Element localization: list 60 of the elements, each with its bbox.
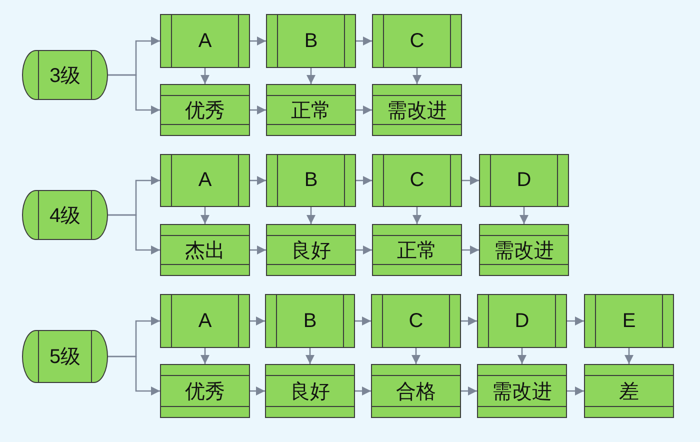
rating-box: 优秀 xyxy=(160,364,250,418)
arrow xyxy=(250,246,266,254)
arrow xyxy=(250,316,265,326)
grade-box: E xyxy=(584,294,674,348)
arrow xyxy=(200,68,210,84)
arrow xyxy=(462,176,479,185)
arrow xyxy=(250,386,265,396)
rating-box: 需改进 xyxy=(477,364,567,418)
arrow xyxy=(108,214,160,254)
grade-box: C xyxy=(371,294,461,348)
arrow xyxy=(518,348,526,364)
rating-box: 差 xyxy=(584,364,674,418)
rating-box: 杰出 xyxy=(160,224,250,276)
arrow xyxy=(567,386,584,396)
grade-box: A xyxy=(160,154,250,207)
rating-box: 良好 xyxy=(266,224,356,276)
arrow xyxy=(461,316,477,326)
arrow xyxy=(412,348,420,364)
arrow xyxy=(412,207,422,224)
level-box: 4级 xyxy=(22,190,108,240)
level-box: 5级 xyxy=(22,330,108,383)
arrow xyxy=(356,176,372,185)
grade-box: B xyxy=(266,154,356,207)
arrow xyxy=(200,348,210,364)
grade-box: B xyxy=(265,294,355,348)
arrow xyxy=(356,246,372,254)
rating-box: 需改进 xyxy=(479,224,569,276)
arrow xyxy=(356,36,372,46)
arrow xyxy=(306,207,316,224)
grade-box: D xyxy=(477,294,567,348)
arrow xyxy=(412,68,422,84)
grade-box: C xyxy=(372,14,462,68)
rating-box: 良好 xyxy=(265,364,355,418)
grade-box: C xyxy=(372,154,462,207)
rating-box: 正常 xyxy=(266,84,356,136)
arrow xyxy=(108,356,160,396)
arrow xyxy=(355,316,371,326)
arrow xyxy=(356,106,372,114)
arrow xyxy=(567,316,584,326)
arrow xyxy=(250,106,266,114)
level-box: 3级 xyxy=(22,50,108,100)
arrow xyxy=(355,386,371,396)
grade-box: B xyxy=(266,14,356,68)
grade-box: A xyxy=(160,14,250,68)
grade-box: A xyxy=(160,294,250,348)
arrow xyxy=(250,36,266,46)
arrow xyxy=(520,207,528,224)
arrow xyxy=(624,348,634,364)
rating-box: 正常 xyxy=(372,224,462,276)
rating-box: 优秀 xyxy=(160,84,250,136)
rating-box: 需改进 xyxy=(372,84,462,136)
arrow xyxy=(108,74,160,114)
arrow xyxy=(306,348,314,364)
arrow xyxy=(462,246,479,254)
arrow xyxy=(250,176,266,185)
arrow xyxy=(306,68,316,84)
grade-box: D xyxy=(479,154,569,207)
rating-box: 合格 xyxy=(371,364,461,418)
arrow xyxy=(461,386,477,396)
arrow xyxy=(200,207,210,224)
